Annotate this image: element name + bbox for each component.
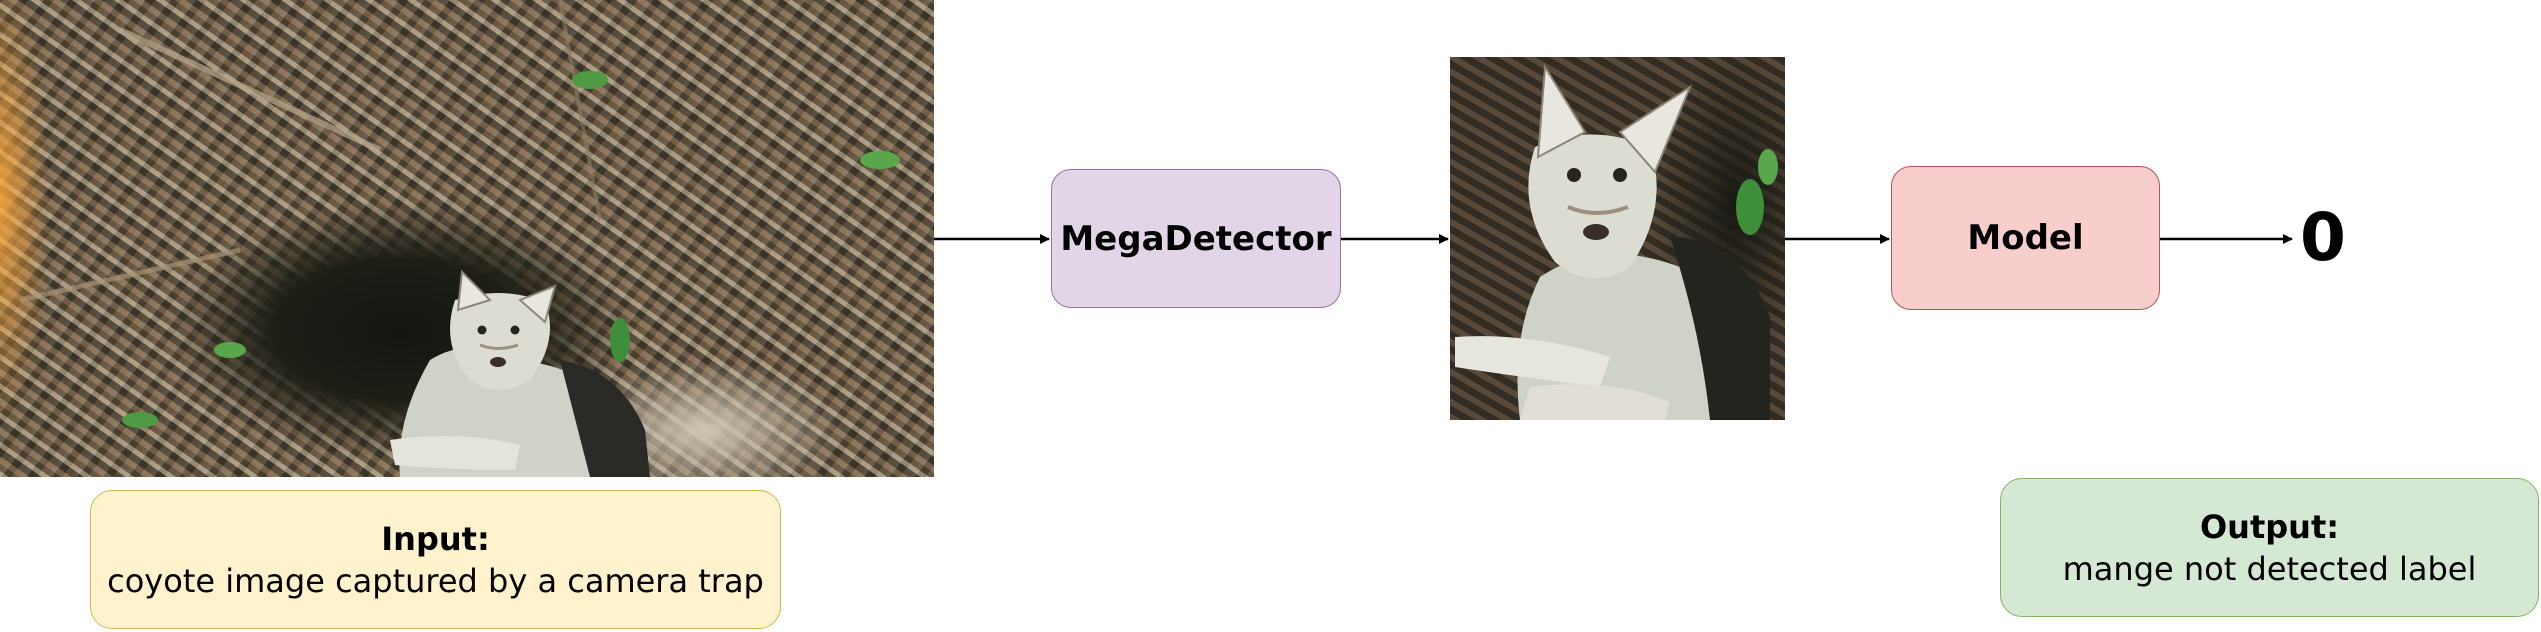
output-value: 0 xyxy=(2300,199,2346,276)
cropped-coyote-illustration xyxy=(1455,63,1778,420)
cropped-coyote-image xyxy=(1450,57,1785,420)
megadetector-label: MegaDetector xyxy=(1060,218,1332,259)
input-note-title: Input: xyxy=(381,519,490,558)
coyote-illustration xyxy=(19,0,900,477)
output-note: Output: mange not detected label xyxy=(2000,478,2539,617)
output-note-title: Output: xyxy=(2199,507,2340,546)
input-note: Input: coyote image captured by a camera… xyxy=(90,490,781,629)
output-note-text: mange not detected label xyxy=(2062,549,2477,588)
camera-trap-image xyxy=(0,0,934,477)
input-note-text: coyote image captured by a camera trap xyxy=(107,561,764,600)
model-label: Model xyxy=(1967,218,2084,258)
megadetector-box: MegaDetector xyxy=(1051,169,1341,308)
model-box: Model xyxy=(1891,166,2160,310)
